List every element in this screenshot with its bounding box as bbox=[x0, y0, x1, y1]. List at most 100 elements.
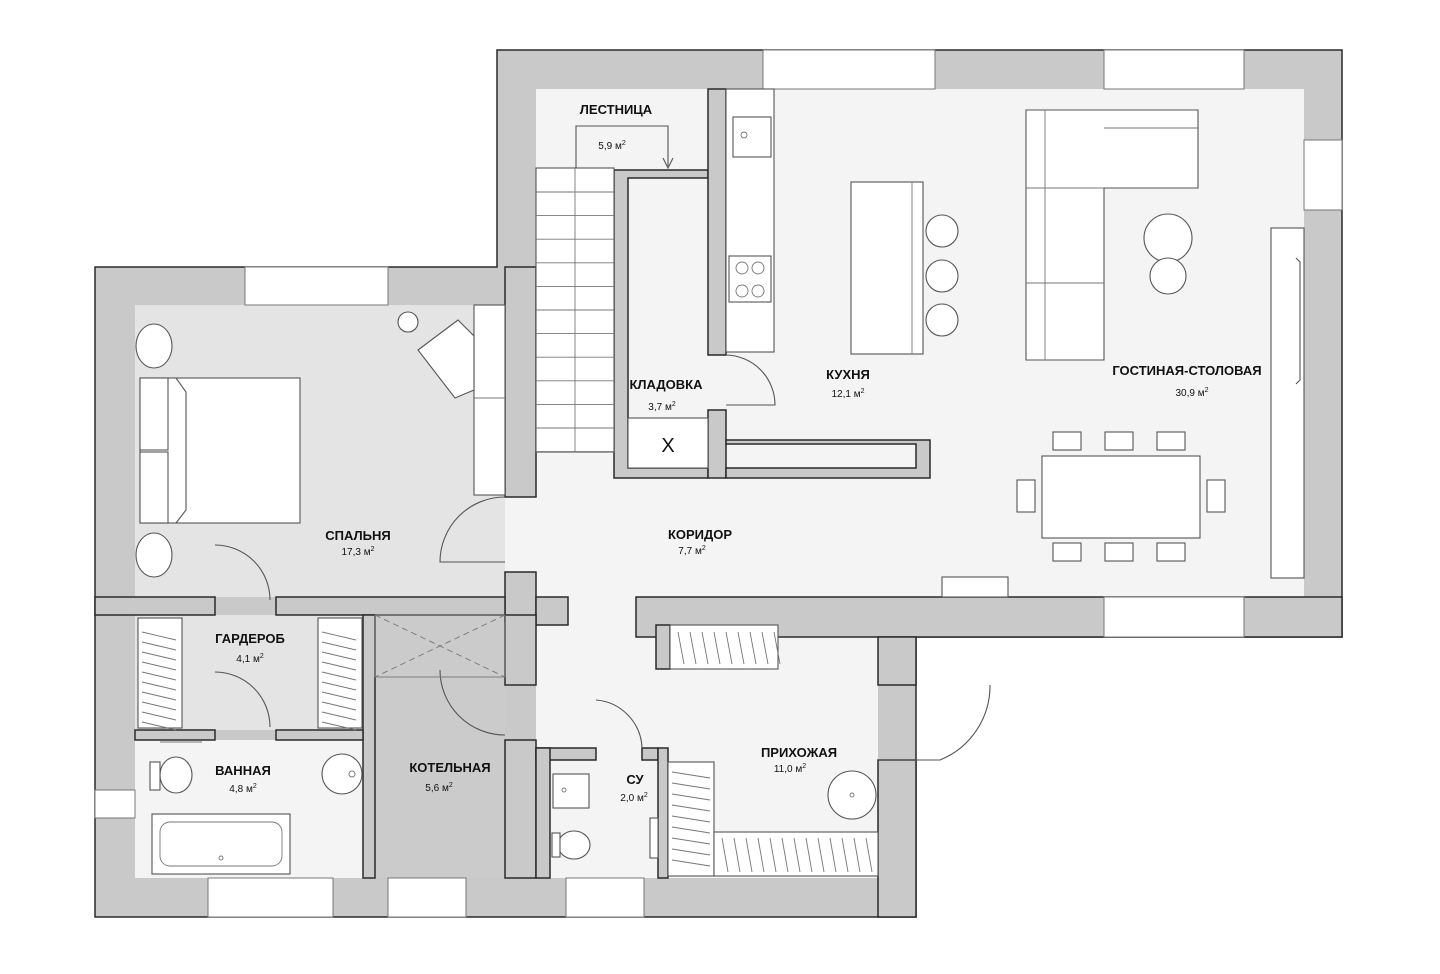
hanger-mark bbox=[733, 837, 741, 873]
hanger-mark bbox=[321, 641, 357, 651]
toilet-icon bbox=[557, 830, 591, 860]
hanger-mark bbox=[141, 721, 177, 731]
living-furniture bbox=[941, 109, 1305, 598]
room-name: ГАРДЕРОБ bbox=[215, 631, 285, 646]
coffee-table-icon bbox=[1143, 213, 1193, 263]
hanger-mark bbox=[737, 631, 745, 665]
room-name: СПАЛЬНЯ bbox=[325, 528, 390, 543]
room-label-living: ГОСТИНАЯ-СТОЛОВАЯ 30,9 м2 bbox=[1112, 363, 1261, 399]
room-area: 4,8 м2 bbox=[229, 783, 257, 795]
stool-icon bbox=[925, 259, 959, 293]
windows bbox=[94, 49, 1343, 918]
room-label-wardrobe: ГАРДЕРОБ 4,1 м2 bbox=[215, 631, 285, 665]
hanger-mark bbox=[773, 631, 781, 665]
bedroom-furniture bbox=[135, 304, 506, 578]
wc-fixtures bbox=[551, 773, 659, 860]
hanger-mark bbox=[321, 681, 357, 691]
hanger-mark bbox=[671, 804, 711, 812]
hanger-mark bbox=[713, 631, 721, 665]
hanger-mark bbox=[745, 837, 753, 873]
room-label-storage: КЛАДОВКА 3,7 м2 bbox=[629, 377, 703, 413]
hanger-mark bbox=[141, 641, 177, 651]
room-area: 2,0 м2 bbox=[620, 792, 648, 804]
room-area: 4,1 м2 bbox=[236, 653, 264, 665]
bedroom-closet bbox=[473, 304, 506, 496]
toilet-icon bbox=[159, 756, 193, 794]
hanger-mark bbox=[689, 631, 697, 665]
storage-box bbox=[627, 417, 709, 469]
room-name: ЛЕСТНИЦА bbox=[580, 102, 653, 117]
doors bbox=[214, 354, 991, 761]
room-label-bedroom: СПАЛЬНЯ 17,3 м2 bbox=[325, 528, 390, 558]
hanger-mark bbox=[141, 661, 177, 671]
room-label-bathroom: ВАННАЯ 4,8 м2 bbox=[215, 763, 271, 795]
hallway-wardrobe bbox=[669, 624, 779, 670]
hanger-mark bbox=[853, 837, 861, 873]
room-name: СУ bbox=[626, 772, 644, 787]
hanger-mark bbox=[321, 711, 357, 721]
hanger-mark bbox=[805, 837, 813, 873]
bathtub-icon bbox=[151, 813, 291, 875]
hanger-mark bbox=[671, 771, 711, 779]
hanger-mark bbox=[671, 793, 711, 801]
staircase bbox=[535, 125, 674, 453]
room-label-boiler: КОТЕЛЬНАЯ 5,6 м2 bbox=[409, 760, 490, 794]
hanger-mark bbox=[749, 631, 757, 665]
room-area: 12,1 м2 bbox=[831, 388, 864, 400]
hanger-mark bbox=[321, 701, 357, 711]
dining-set-icon bbox=[1016, 431, 1226, 562]
hanger-mark bbox=[141, 681, 177, 691]
hanger-mark bbox=[725, 631, 733, 665]
hanger-mark bbox=[793, 837, 801, 873]
room-area: 5,6 м2 bbox=[425, 782, 453, 794]
room-area: 17,3 м2 bbox=[341, 546, 374, 558]
hanger-mark bbox=[141, 701, 177, 711]
hanger-mark bbox=[321, 651, 357, 661]
cooktop-icon bbox=[728, 255, 772, 303]
hanger-mark bbox=[671, 815, 711, 823]
hanger-mark bbox=[671, 782, 711, 790]
sink-icon bbox=[732, 116, 772, 158]
room-name: ГОСТИНАЯ-СТОЛОВАЯ bbox=[1112, 363, 1261, 378]
hallway-furniture bbox=[667, 624, 879, 877]
hanger-mark bbox=[817, 837, 825, 873]
hanger-mark bbox=[769, 837, 777, 873]
room-name: КУХНЯ bbox=[826, 367, 870, 382]
hanger-mark bbox=[671, 826, 711, 834]
round-table-icon bbox=[827, 770, 877, 820]
room-area: 3,7 м2 bbox=[648, 401, 676, 413]
room-name: КОРИДОР bbox=[668, 527, 732, 542]
hanger-mark bbox=[321, 661, 357, 671]
room-labels: ЛЕСТНИЦА 5,9 м2 КЛАДОВКА 3,7 м2 КУХНЯ 12… bbox=[215, 102, 1261, 804]
nightstand-icon bbox=[135, 323, 173, 369]
room-label-hallway: ПРИХОЖАЯ 11,0 м2 bbox=[761, 745, 837, 775]
hanger-mark bbox=[761, 631, 769, 665]
stool-icon bbox=[925, 214, 959, 248]
hanger-mark bbox=[321, 631, 357, 641]
hanger-mark bbox=[141, 651, 177, 661]
room-area: 7,7 м2 bbox=[678, 545, 706, 557]
hanger-mark bbox=[701, 631, 709, 665]
hanger-mark bbox=[829, 837, 837, 873]
room-label-corridor: КОРИДОР 7,7 м2 bbox=[668, 527, 732, 557]
room-name: КЛАДОВКА bbox=[629, 377, 703, 392]
washbasin-icon bbox=[321, 753, 363, 795]
hanger-mark bbox=[141, 671, 177, 681]
sink-icon bbox=[552, 773, 590, 809]
armchair-icon bbox=[417, 319, 475, 399]
hanger-mark bbox=[721, 837, 729, 873]
hanger-mark bbox=[321, 691, 357, 701]
wardrobe-shelves bbox=[137, 617, 363, 731]
hanger-mark bbox=[671, 859, 711, 867]
hanger-mark bbox=[321, 671, 357, 681]
hanger-mark bbox=[141, 711, 177, 721]
room-name: ПРИХОЖАЯ bbox=[761, 745, 837, 760]
hanger-mark bbox=[141, 631, 177, 641]
room-label-stairs: ЛЕСТНИЦА 5,9 м2 bbox=[580, 102, 653, 152]
room-name: КОТЕЛЬНАЯ bbox=[409, 760, 490, 775]
tv-cabinet-icon bbox=[1270, 227, 1305, 579]
room-label-wc: СУ 2,0 м2 bbox=[620, 772, 648, 804]
room-area: 11,0 м2 bbox=[774, 763, 806, 775]
hanger-mark bbox=[757, 837, 765, 873]
